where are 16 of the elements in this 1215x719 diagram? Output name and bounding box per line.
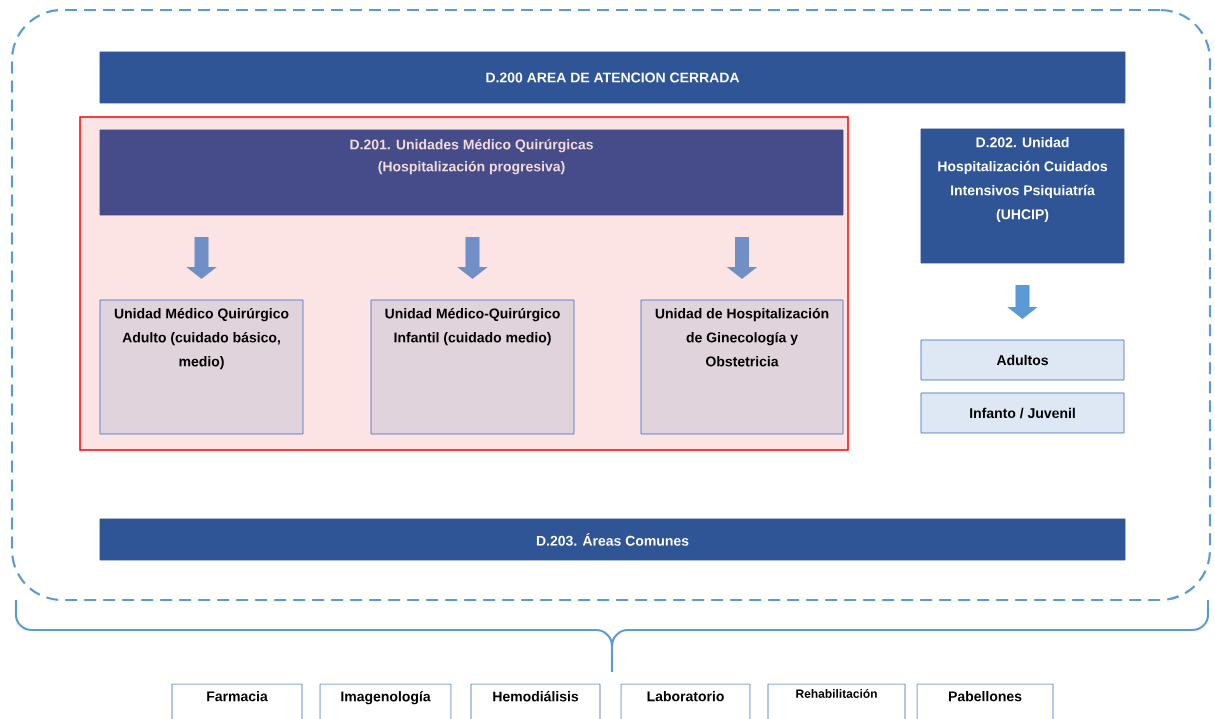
service-box: Rehabilitación xyxy=(767,683,906,719)
service-box: Farmacia xyxy=(171,683,303,719)
service-box: Imagenología xyxy=(319,683,452,719)
unit-box: Unidad Médico-Quirúrgico Infantil (cuidado medio) xyxy=(370,299,575,435)
category-box: Infanto / Juvenil xyxy=(920,392,1125,434)
unit-box: Unidad Médico Quirúrgico Adulto (cuidado básico, medio) xyxy=(99,299,304,435)
header-bar: D.200 AREA DE ATENCION CERRADA xyxy=(99,51,1126,104)
dashed-region-outline xyxy=(10,8,1212,602)
header-box: D.201. Unidades Médico Quirúrgicas (Hospitalización progresiva) xyxy=(99,129,844,216)
unit-box: Unidad de Hospitalización de Ginecología y Obstetricia xyxy=(640,299,844,435)
footer-bar: D.203. Áreas Comunes xyxy=(99,518,1126,561)
service-box: Hemodiálisis xyxy=(470,683,601,719)
category-box: Adultos xyxy=(920,339,1125,381)
service-box: Pabellones xyxy=(916,683,1054,719)
unit-box: D.202. Unidad Hospitalización Cuidados Intensivos Psiquiatría (UHCIP) xyxy=(920,128,1125,264)
service-box: Laboratorio xyxy=(620,683,751,719)
